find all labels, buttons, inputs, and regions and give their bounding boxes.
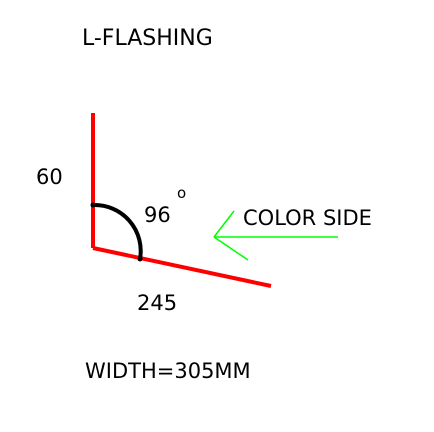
drawing-title: L-FLASHING: [82, 26, 213, 51]
color-side-label: COLOR SIDE: [243, 206, 372, 230]
arc-end-dot: [137, 256, 143, 262]
vertical-length-label: 60: [36, 165, 63, 189]
angle-arc: [92, 202, 143, 260]
arc-start-dot: [90, 202, 96, 208]
color-side-arrow-head-lower: [213, 236, 249, 261]
degree-symbol: o: [177, 184, 186, 202]
width-label: WIDTH=305MM: [85, 359, 251, 383]
horizontal-leg: [92, 246, 272, 288]
horizontal-length-label: 245: [137, 291, 177, 315]
color-side-arrow-head-upper: [213, 210, 235, 238]
angle-label: 96: [144, 203, 171, 227]
